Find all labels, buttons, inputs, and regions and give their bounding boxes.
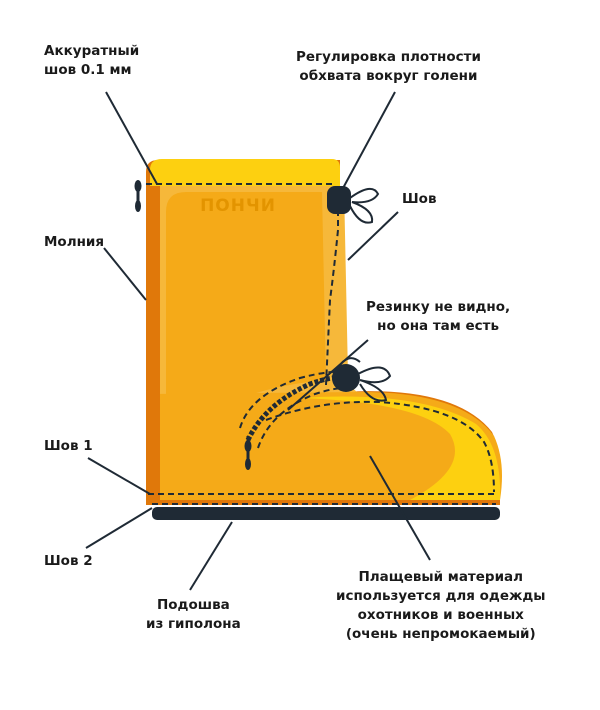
- boot-sole: [152, 507, 500, 520]
- boot-shaft-panel: [166, 192, 326, 460]
- boot-toe-cap: [300, 396, 501, 500]
- cord-loop-bottom: [357, 366, 392, 402]
- leader-lines: [85, 91, 431, 591]
- cord-lock-top: [327, 186, 351, 214]
- boot-top-rim: [150, 159, 340, 186]
- foot-top-stitch: [265, 400, 495, 493]
- label-elastic: Резинку не видно, но она там есть: [366, 299, 511, 334]
- label-accurate-seam: Аккуратный шов 0.1 мм: [44, 43, 140, 78]
- label-sole: Подошва из гиполона: [146, 597, 241, 632]
- label-seam2: Шов 2: [44, 553, 93, 569]
- boot-heel-shade: [146, 380, 160, 500]
- cord-lock-bottom: [332, 364, 360, 392]
- leader-accurate-seam: [105, 91, 158, 185]
- leader-elastic: [287, 339, 369, 411]
- leader-seam2: [85, 507, 153, 549]
- cord-loop-top: [349, 187, 380, 224]
- upper-elastic-stitch: [239, 370, 349, 429]
- label-shin-adjust: Регулировка плотности обхвата вокруг гол…: [296, 49, 481, 84]
- label-zipper: Молния: [44, 234, 105, 250]
- leader-zipper: [103, 247, 147, 301]
- lower-elastic-stitch: [257, 386, 351, 449]
- label-material: Плащевый материал используется для одежд…: [336, 569, 546, 642]
- boot-foot: [150, 392, 502, 500]
- leader-seam1: [87, 457, 151, 495]
- label-seam: Шов: [402, 191, 437, 207]
- leader-shin-adjust: [341, 91, 396, 191]
- brand-logo: ПОНЧИ: [200, 196, 276, 216]
- back-seam-stitch: [325, 210, 339, 386]
- label-seam1: Шов 1: [44, 438, 93, 454]
- leader-sole: [189, 521, 233, 591]
- leader-seam: [347, 211, 399, 261]
- leader-material: [369, 455, 431, 561]
